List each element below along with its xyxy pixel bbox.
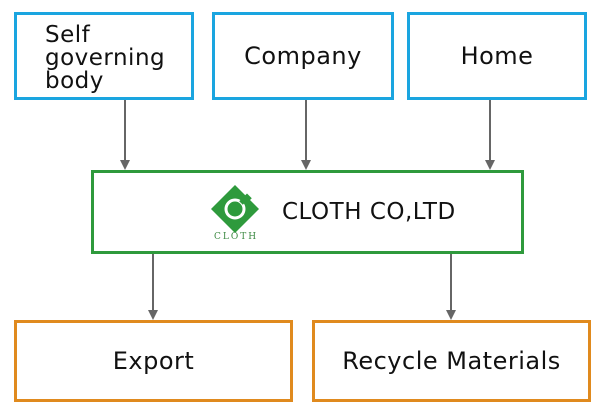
company-label: Company xyxy=(244,42,362,70)
export-label: Export xyxy=(112,347,195,375)
recycle-materials-label: Recycle Materials xyxy=(342,347,561,375)
company-name: CLOTH CO,LTD xyxy=(282,199,456,225)
self-governing-body-label: Self governing body xyxy=(45,21,166,94)
logo-caption: CLOTH xyxy=(213,232,259,242)
self-governing-body-line-2: governing xyxy=(45,44,166,71)
self-governing-body-line-1: Self xyxy=(45,21,91,48)
self-governing-body-box: Self governing body xyxy=(14,12,194,100)
export-box: Export xyxy=(14,320,293,402)
home-box: Home xyxy=(407,12,587,100)
cloth-company-box xyxy=(91,170,524,254)
recycle-materials-box: Recycle Materials xyxy=(312,320,591,402)
company-box: Company xyxy=(212,12,394,100)
cloth-logo-icon xyxy=(211,185,259,233)
home-label: Home xyxy=(460,42,534,70)
self-governing-body-line-3: body xyxy=(45,67,104,94)
